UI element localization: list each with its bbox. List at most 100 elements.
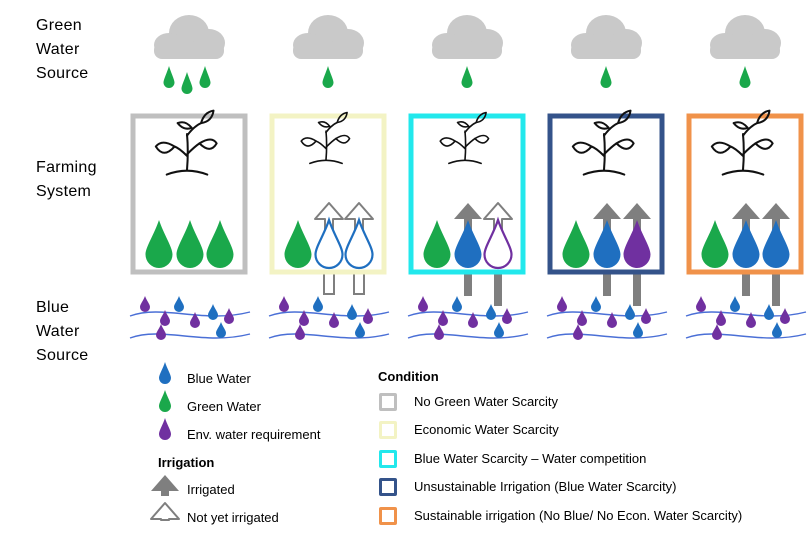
river-drop [641, 308, 651, 324]
river-drop [452, 296, 462, 312]
river-drop [557, 296, 567, 312]
water-drop [732, 220, 760, 268]
farming-panel-1 [130, 15, 248, 275]
water-drop [344, 216, 374, 270]
river-drop [625, 304, 635, 320]
label-line: System [36, 183, 92, 200]
river-drop [746, 312, 756, 328]
label-line: Farming [36, 159, 97, 176]
farming-panel-3 [408, 15, 526, 306]
irrigation-pipe [494, 270, 502, 306]
river-drop [716, 310, 726, 326]
green-water-drop-icon [159, 390, 171, 412]
not-irrigated-arrow-icon [150, 502, 180, 521]
river-drop [780, 308, 790, 324]
plant-icon [300, 111, 351, 165]
cloud-icon [293, 15, 364, 59]
env-water-drop-icon [159, 418, 171, 440]
river-drop [313, 296, 323, 312]
rain-drop [739, 66, 751, 88]
label-line: Source [36, 65, 89, 82]
water-drop [206, 220, 234, 268]
river-drop [279, 296, 289, 312]
river-drop [772, 322, 782, 338]
legend-irrigated: Irrigated [187, 482, 235, 497]
blue-water-source-label: Blue Water Source [36, 296, 126, 368]
river-stream [268, 311, 390, 317]
river-drop [502, 308, 512, 324]
river-stream [685, 311, 807, 317]
river-drop [299, 310, 309, 326]
river-stream [546, 311, 668, 317]
rain-drop [600, 66, 612, 88]
river-stream [129, 333, 251, 339]
irrigation-pipe [772, 270, 780, 306]
label-line: Blue [36, 299, 70, 316]
river-drop [347, 304, 357, 320]
water-drop [762, 220, 790, 268]
irrigation-pipe [464, 270, 472, 296]
river-drop [607, 312, 617, 328]
river-stream [268, 333, 390, 339]
river-drop [696, 296, 706, 312]
water-drop [176, 220, 204, 268]
cloud-icon [432, 15, 503, 59]
condition-swatch-no-green [379, 393, 397, 411]
river-drop [434, 324, 444, 340]
river-drop [140, 296, 150, 312]
river-drop [468, 312, 478, 328]
blue-water-rivers [129, 296, 807, 340]
river-drop [295, 324, 305, 340]
river-drop [712, 324, 722, 340]
condition-swatch-blue-scarcity [379, 450, 397, 468]
water-drop [593, 220, 621, 268]
river-drop [438, 310, 448, 326]
farming-panel-2 [269, 15, 387, 295]
river-drop [156, 324, 166, 340]
river-drop [216, 322, 226, 338]
condition-label: Sustainable irrigation (No Blue/ No Econ… [414, 508, 743, 523]
river-stream [685, 333, 807, 339]
cloud-icon [710, 15, 781, 59]
plant-icon [154, 109, 218, 176]
farming-panel-5 [686, 15, 804, 306]
legend-condition-title: Condition [378, 369, 439, 384]
condition-label: Economic Water Scarcity [414, 422, 559, 437]
river-drop [494, 322, 504, 338]
condition-swatch-economic [379, 421, 397, 439]
farming-panel-4 [547, 15, 665, 306]
water-scarcity-diagram [129, 15, 807, 340]
label-line: Water [36, 41, 80, 58]
plant-icon [439, 111, 490, 165]
water-drop [483, 216, 513, 270]
legend-symbols [150, 362, 180, 521]
label-line: Source [36, 347, 89, 364]
rain-drop [163, 66, 175, 88]
water-drop [314, 216, 344, 270]
legend-not-irrigated: Not yet irrigated [187, 510, 279, 525]
label-line: Green [36, 17, 82, 34]
cloud-icon [571, 15, 642, 59]
water-drop [423, 220, 451, 268]
condition-label: Unsustainable Irrigation (Blue Water Sca… [414, 479, 677, 494]
irrigation-pipe [603, 270, 611, 296]
river-stream [407, 333, 529, 339]
condition-label: Blue Water Scarcity – Water competition [414, 451, 647, 466]
river-drop [174, 296, 184, 312]
river-stream [129, 311, 251, 317]
farming-system-label: Farming System [36, 156, 126, 204]
label-line: Water [36, 323, 80, 340]
water-drop [284, 220, 312, 268]
green-water-source-label: Green Water Source [36, 14, 126, 86]
legend-green-water: Green Water [187, 399, 261, 414]
river-drop [363, 308, 373, 324]
river-drop [160, 310, 170, 326]
rain-drop [199, 66, 211, 88]
water-drop [701, 220, 729, 268]
condition-swatch-sustainable [379, 507, 397, 525]
river-drop [730, 296, 740, 312]
plant-icon [571, 109, 635, 176]
river-drop [486, 304, 496, 320]
river-stream [546, 333, 668, 339]
water-drop [145, 220, 173, 268]
